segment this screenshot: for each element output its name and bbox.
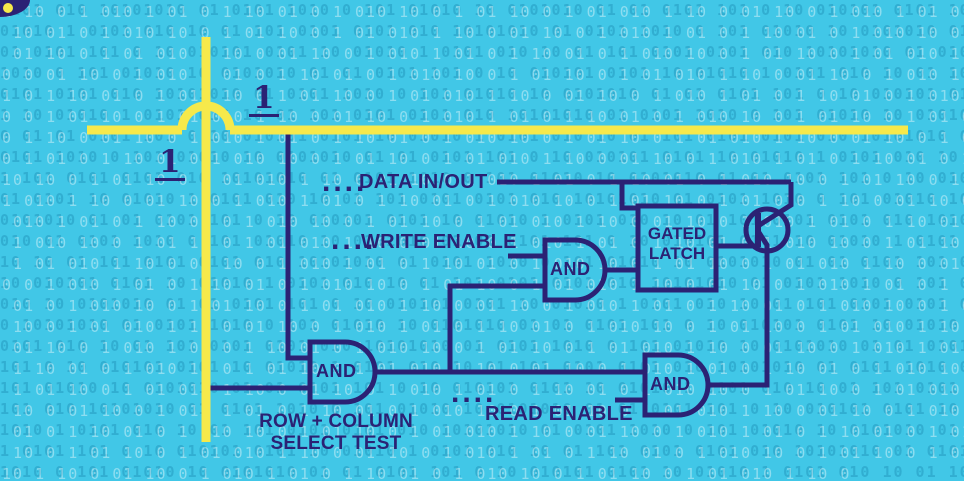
read-and-gate [642, 352, 711, 418]
write-enable-label: WRITE ENABLE [361, 231, 517, 253]
gated-latch-label: GATED LATCH [638, 224, 716, 264]
select-caption-line2: SELECT TEST [270, 433, 402, 454]
select-and-label: AND [316, 361, 357, 381]
data-io-dots: .... [322, 165, 368, 198]
select-branch-wire [447, 283, 547, 374]
row-bus-hop-arc [177, 101, 235, 131]
bit-value-row: 1 [155, 147, 185, 181]
write-enable-dots: .... [331, 223, 377, 256]
select-caption: ROW + COLUMN SELECT TEST [252, 411, 420, 455]
bit-value-column: 1 [249, 83, 279, 117]
read-enable-dots: .... [451, 376, 497, 409]
gated-latch-line1: GATED [647, 224, 707, 243]
column-select-tap-wire [285, 128, 312, 361]
gated-latch-line2: LATCH [648, 244, 706, 263]
write-and-label: AND [550, 259, 591, 279]
transistor-emitter-wire [706, 229, 770, 388]
data-io-label: DATA IN/OUT [359, 171, 488, 193]
data-transistor-drop-wire [756, 182, 794, 229]
data-latch-drop-wire [619, 182, 640, 211]
corner-logo-dot [3, 3, 13, 13]
select-caption-line1: ROW + COLUMN [259, 411, 413, 432]
read-enable-label: READ ENABLE [485, 403, 633, 425]
read-and-label: AND [650, 374, 691, 394]
